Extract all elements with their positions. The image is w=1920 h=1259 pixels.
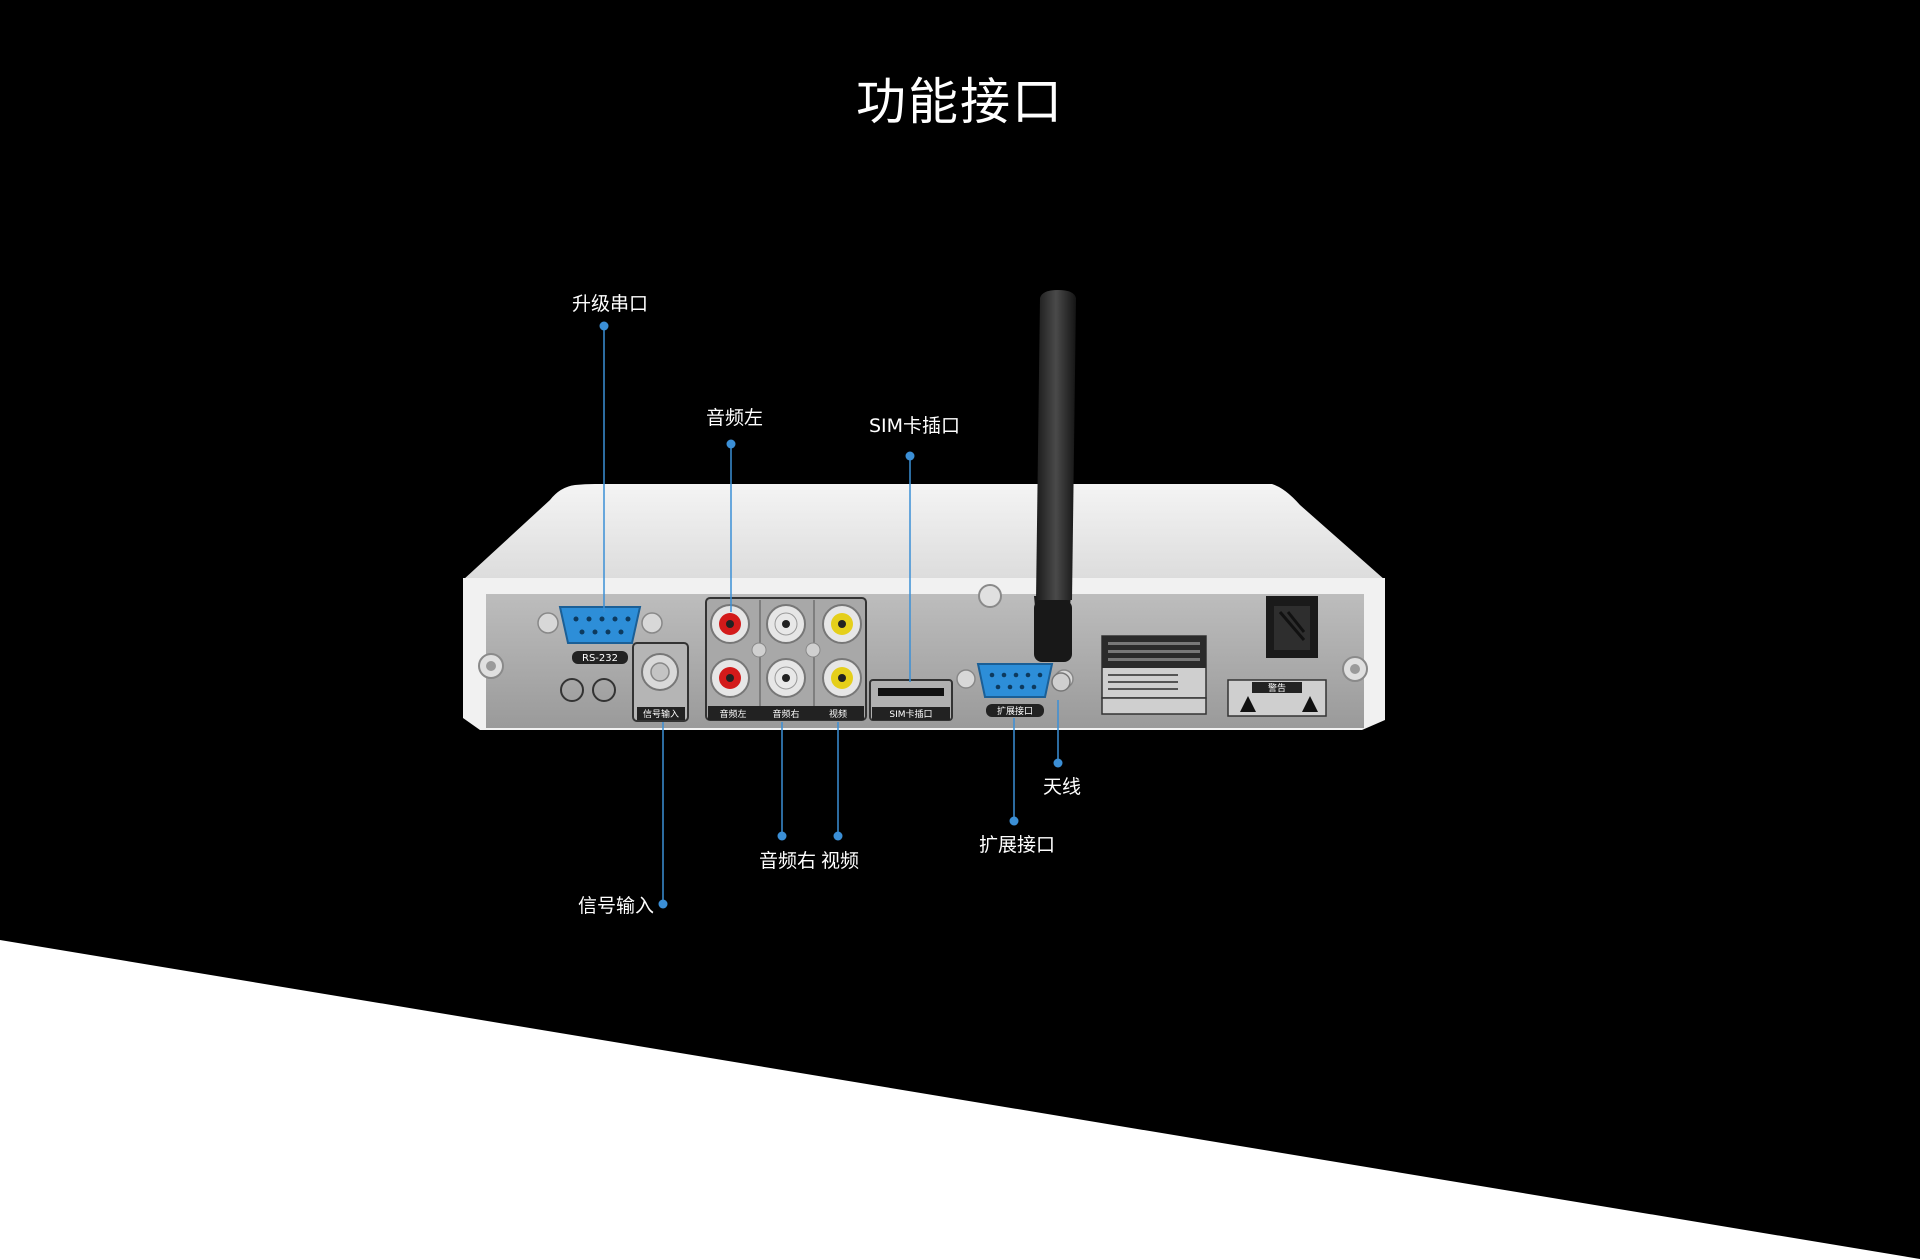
callout-video: 视频 [821, 850, 860, 872]
callout-lines [603, 326, 1059, 904]
warning-title: 警告 [1268, 682, 1286, 694]
video-panel-label: 视频 [829, 708, 847, 720]
rs232-port: RS-232 [537, 606, 663, 664]
audio-left-panel-label: 音频左 [719, 708, 746, 720]
callout-antenna: 天线 [1043, 776, 1082, 798]
sim-slot-panel-label: SIM卡插口 [889, 708, 932, 720]
expansion-panel-label: 扩展接口 [997, 705, 1033, 717]
signal-input-label: 信号输入 [643, 708, 679, 720]
callout-expansion: 扩展接口 [979, 834, 1056, 856]
callout-upgrade-serial: 升级串口 [572, 293, 649, 315]
rca-block: 音频左 音频右 视频 [705, 597, 867, 721]
warning-label: 警告 [1227, 679, 1327, 717]
antenna [1034, 290, 1076, 692]
side-connector [1266, 596, 1318, 658]
rs232-label: RS-232 [582, 653, 618, 664]
callout-audio-right: 音频右 [759, 850, 817, 872]
callout-audio-left: 音频左 [706, 407, 764, 429]
audio-right-panel-label: 音频右 [772, 708, 799, 720]
sim-slot: SIM卡插口 [869, 679, 953, 721]
signal-input-port: 信号输入 [632, 642, 689, 722]
page-title: 功能接口 [856, 73, 1064, 131]
callout-signal-input: 信号输入 [578, 895, 655, 917]
callout-dots [599, 321, 1063, 909]
spec-label [1101, 635, 1207, 715]
callout-sim-slot: SIM卡插口 [869, 415, 961, 437]
device-top [463, 484, 1385, 580]
